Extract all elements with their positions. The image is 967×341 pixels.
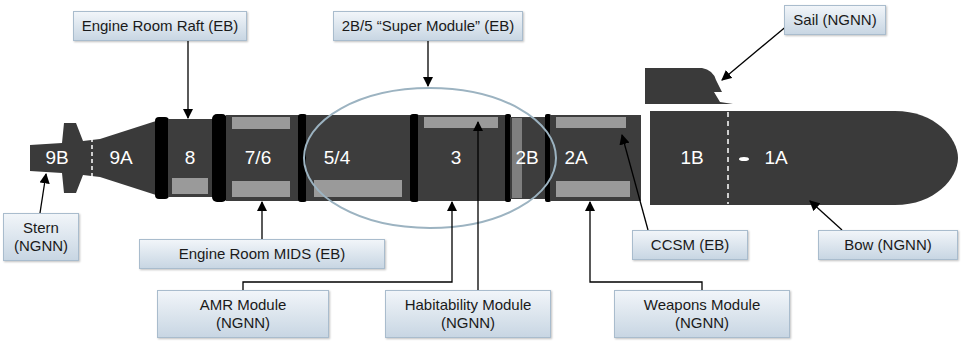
hull-section: [418, 115, 506, 201]
section-number: 3: [451, 147, 462, 169]
bow-section: [650, 111, 958, 205]
callout-text: Habitability Module (NGNN): [394, 296, 542, 332]
callout-text: Stern (NGNN): [12, 219, 70, 255]
callout-text: Sail (NGNN): [793, 11, 876, 29]
hull-shading: [172, 178, 208, 194]
leader-line: [810, 201, 842, 230]
hull-shading: [232, 181, 290, 197]
hull-ring: [298, 114, 307, 202]
leader-line: [622, 135, 648, 230]
hull-shading: [556, 181, 630, 197]
sail: [645, 68, 733, 104]
leader-line: [427, 41, 428, 86]
hull-section: [510, 117, 546, 199]
hull-ring: [212, 114, 227, 202]
section-number: 9A: [109, 147, 132, 169]
leader-line: [477, 122, 478, 290]
section-number: 1B: [680, 147, 703, 169]
callout-box: AMR Module (NGNN): [157, 290, 329, 338]
hull-ring: [410, 114, 419, 202]
callout-box: CCSM (EB): [632, 230, 748, 260]
callout-box: Engine Room MIDS (EB): [139, 239, 385, 269]
section-divider: [727, 112, 729, 204]
leader-line: [722, 28, 784, 80]
stern-section: [30, 123, 100, 193]
cone-section: [100, 121, 156, 195]
section-number: 1A: [764, 147, 787, 169]
hull-section: [168, 119, 213, 197]
callout-text: AMR Module (NGNN): [184, 296, 302, 332]
hull-section: [226, 115, 299, 201]
super-module-outline: [304, 88, 556, 228]
section-number: 9B: [45, 147, 68, 169]
section-divider: [91, 138, 93, 178]
callout-box: Weapons Module (NGNN): [614, 290, 790, 338]
callout-text: Bow (NGNN): [844, 236, 932, 254]
callout-text: Weapons Module (NGNN): [628, 296, 776, 332]
bow-mark: [739, 157, 749, 161]
leader-line: [40, 174, 46, 213]
callout-box: Stern (NGNN): [3, 213, 79, 261]
callout-box: Bow (NGNN): [818, 230, 958, 260]
hull-shading: [424, 117, 498, 128]
callout-text: CCSM (EB): [651, 236, 729, 254]
section-number: 5/4: [324, 147, 350, 169]
callout-box: Habitability Module (NGNN): [385, 290, 551, 338]
callout-text: 2B/5 “Super Module” (EB): [342, 17, 515, 35]
hull-section: [306, 115, 411, 201]
section-number: 7/6: [245, 147, 271, 169]
hull-ring: [155, 117, 169, 199]
hull-shading: [314, 180, 402, 197]
callout-text: Engine Room Raft (EB): [82, 17, 239, 35]
hull-shading: [232, 117, 290, 129]
callout-box: 2B/5 “Super Module” (EB): [333, 11, 524, 41]
section-number: 8: [185, 147, 196, 169]
section-number: 2A: [564, 147, 587, 169]
leader-line: [187, 41, 188, 118]
callout-box: Sail (NGNN): [784, 5, 885, 35]
section-number: 2B: [515, 147, 538, 169]
callout-box: Engine Room Raft (EB): [73, 11, 248, 41]
hull-shading: [556, 117, 626, 128]
callout-text: Engine Room MIDS (EB): [179, 245, 346, 263]
hull-section: [550, 115, 641, 201]
leader-line: [261, 202, 262, 239]
